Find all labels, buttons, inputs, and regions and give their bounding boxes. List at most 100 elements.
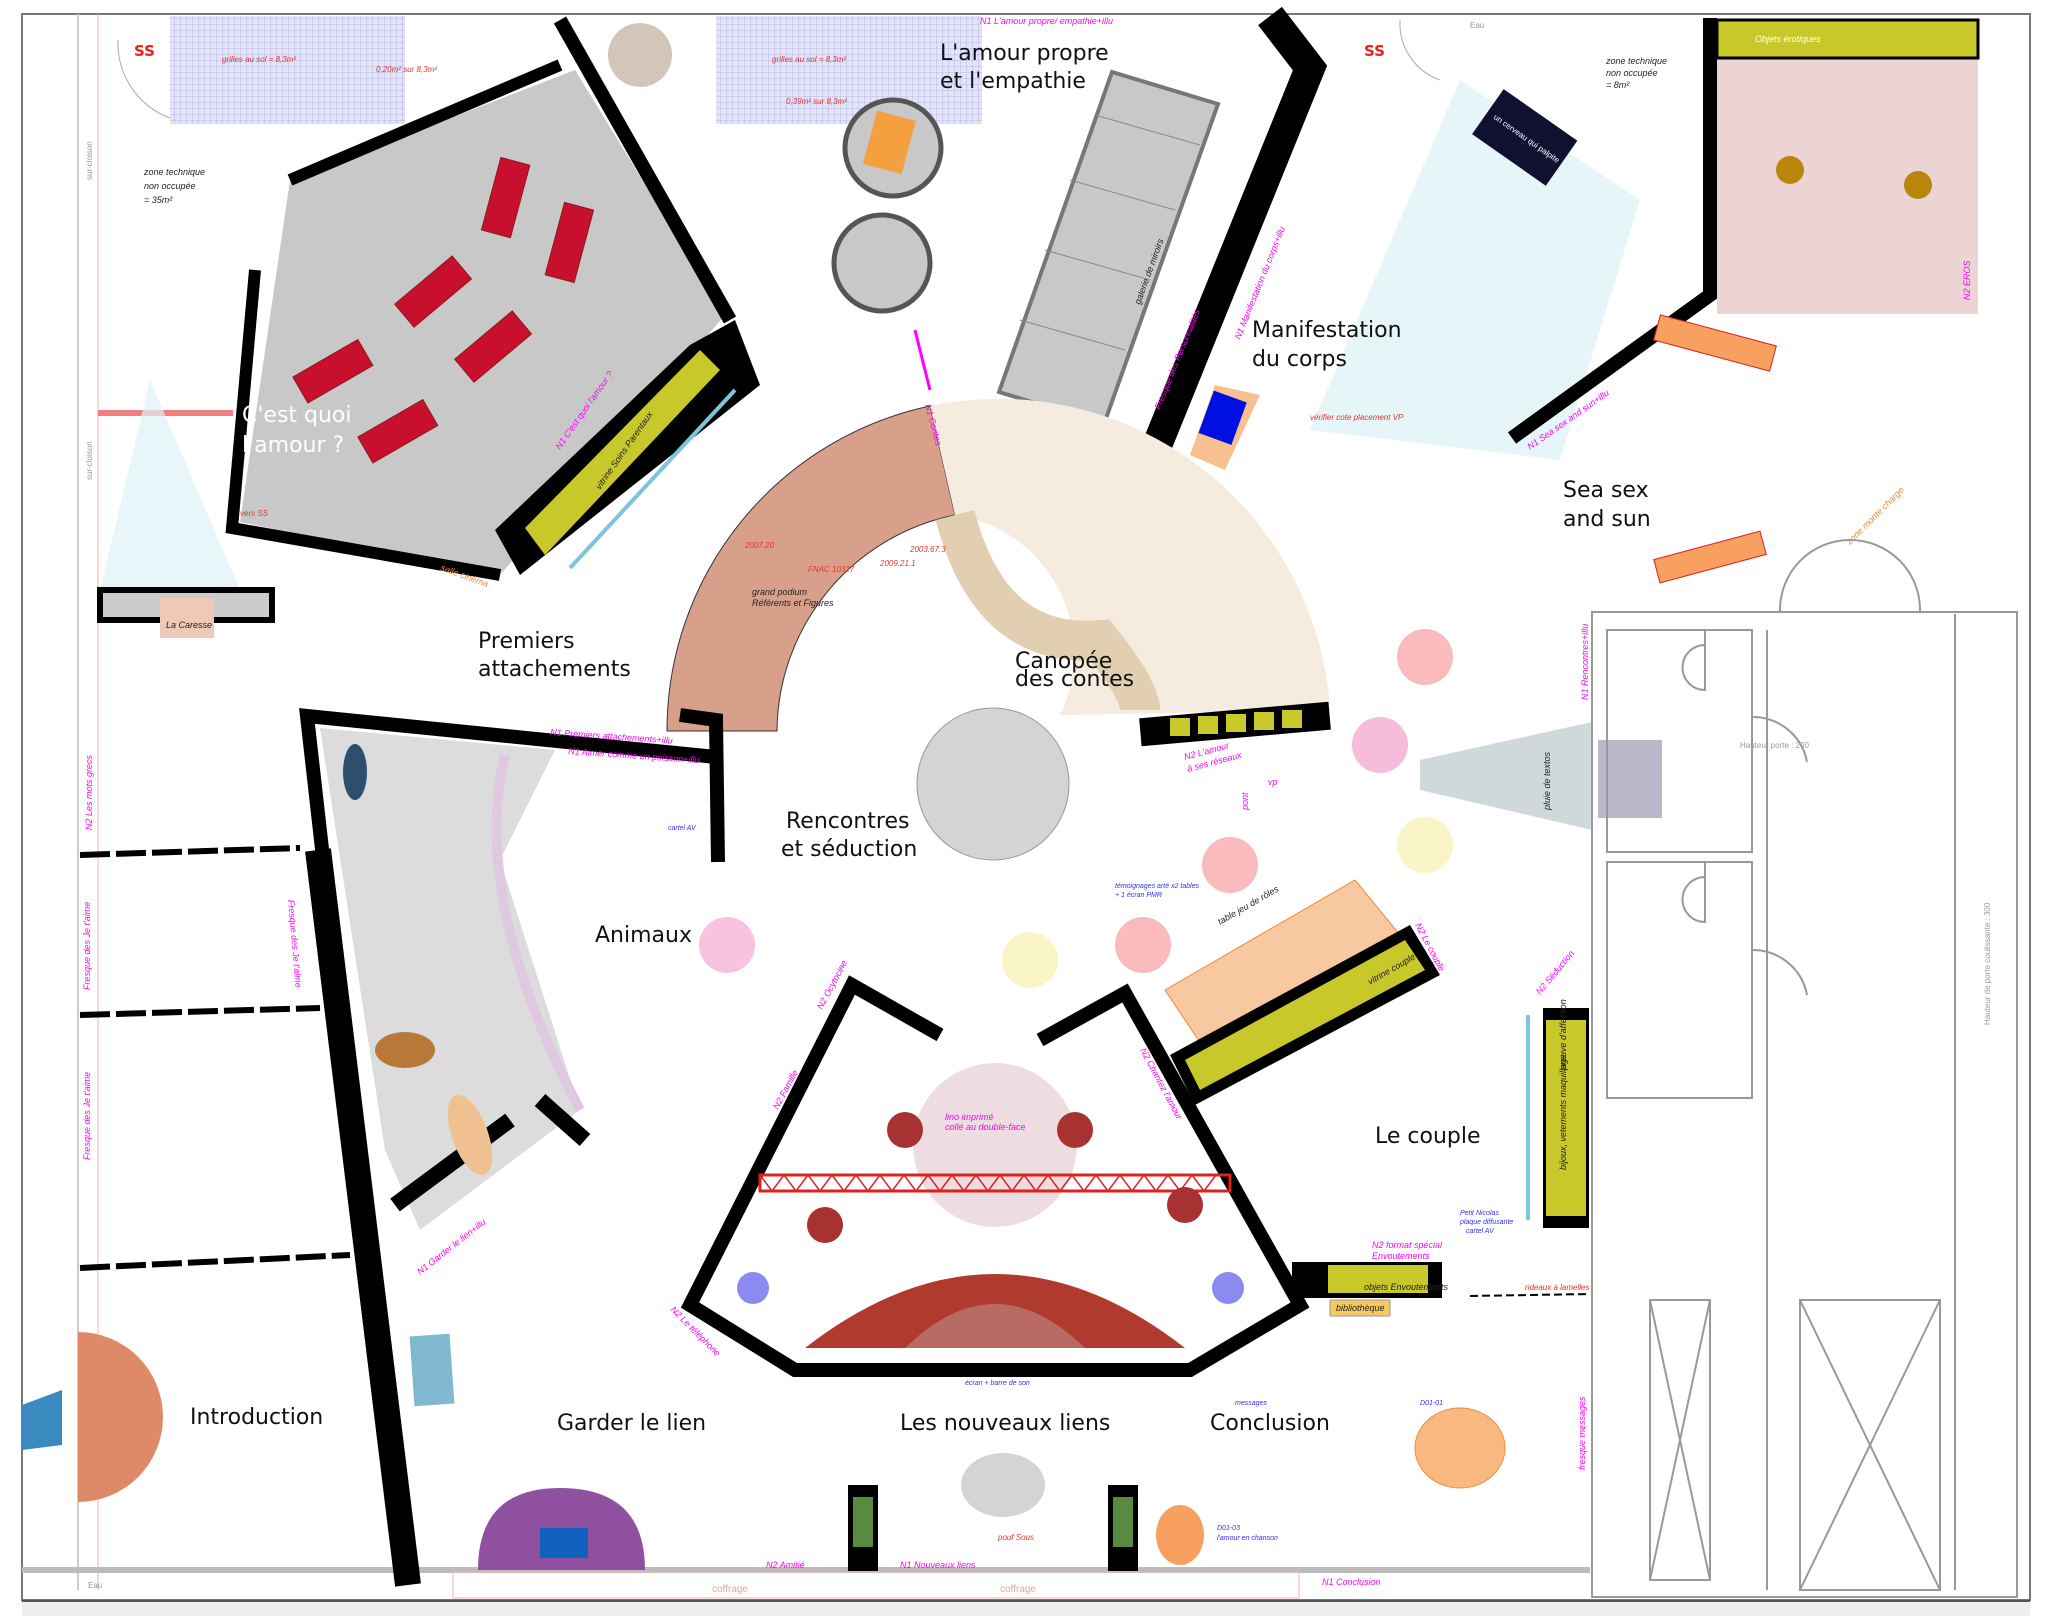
zone-title-sea-line1: and sun [1563,507,1651,532]
grid-label-2: grilles au sol = 8,3m² [772,55,846,64]
zone-tech-2-line2: non occupée [1606,68,1658,78]
label-n1-nouveaux: N1 Nouveaux liens [900,1560,976,1570]
label-n2-mots-grecs: N2 Les mots grecs [84,754,94,830]
zone-tech-2-line1: zone technique [1605,56,1667,66]
label-n1-garder: N1 Garder le lien+illu [415,1217,488,1277]
parasol-red [1115,917,1171,973]
zone-title-premiers-line2: attachements [478,657,631,682]
la-caresse-image [160,598,214,638]
floor-grid-1 [170,16,405,124]
ss-marker-1: SS [134,42,155,60]
zone-title-rencontres-line1: Rencontres [786,809,909,834]
zone-title-manifestation-line1: Manifestation [1252,318,1402,343]
label-lino-1: lino imprimé [945,1112,994,1122]
label-d01-03-sub: l'amour en chanson [1217,1535,1278,1542]
table-sea [1653,530,1767,584]
eau-label: Eau [1470,21,1484,30]
av-table [1904,171,1932,199]
zone-title-animaux: Animaux [595,923,692,948]
zone-title-cest-quoi-line1: C'est quoi [242,403,352,428]
wall-sea-sex [1507,18,1717,444]
label-pouf: pouf Sous [997,1533,1034,1542]
grid-label-1: grilles au sol = 8,3m² [222,55,296,64]
chair-orange [1156,1505,1204,1565]
parasol-pink [699,917,755,973]
red-bench [480,156,531,239]
door-swing [1399,19,1441,81]
zone-title-canopee-line1: Canopée [1015,649,1112,674]
projection-cone [100,380,240,590]
conclusion-table [1414,1407,1506,1489]
red-bench [544,201,595,284]
parasol-pink [1352,717,1408,773]
zone-title-garder: Garder le lien [557,1411,706,1436]
red-bench [454,310,533,383]
zone-title-couple: Le couple [1375,1124,1481,1149]
label-n2-envoutements-1: N2 format spécial [1372,1240,1443,1250]
label-verifier-vp: vérifier cote placement VP [1310,413,1404,422]
label-vp: vp [1268,777,1278,787]
label-hauteur-coulissante: Hauteur de porte coulissante : 300 [1983,902,1992,1025]
label-preuve-affection: preuve d'affection [1558,999,1568,1071]
parasol-yellow [1397,817,1453,873]
curtain-line [1469,1293,1591,1297]
zone-title-manifestation-line2: du corps [1252,347,1347,372]
zone-title-introduction: Introduction [190,1405,323,1430]
vitrine-amitie-inner [853,1497,873,1547]
label-d01-01: D01-01 [1420,1400,1443,1407]
vitrine-nouveaux-inner [1113,1497,1133,1547]
blue-panel [409,1333,455,1407]
label-petit-nicolas-3: cartel AV [1466,1228,1495,1235]
room-nouveaux-liens [680,975,1310,1377]
partition [79,1252,351,1271]
label-temoignages-2: + 1 écran PMR [1115,892,1162,899]
projection-textos [1420,722,1592,830]
wall-manifestation [1131,6,1328,481]
label-fresque-jetaime-1: Fresque des Je t'aime [286,899,304,988]
label-messages: messages [1235,1400,1267,1407]
room-animaux [299,708,717,1587]
sur-cloison-label: sur-cloison [85,441,94,480]
room-eros [1717,59,1978,314]
label-petit-nicolas-2: plaque diffusante [1459,1219,1513,1226]
label-n2-amitie: N2 Amitié [766,1560,805,1570]
parasol-red [1202,837,1258,893]
label-n1-amour-propre: N1 L'amour propre/ empathie+illu [980,16,1113,26]
label-grand-podium-2: Référents et Figures [752,598,834,608]
label-fresque-messages: fresque messages [1577,1396,1587,1470]
label-pluie-textos: pluie de textos [1542,751,1552,811]
label-objets-envoutements: objets Envoutements [1364,1282,1449,1292]
label-fresque-jetaime-2: Fresque des Je t'aime [82,902,92,990]
textos-photo [1598,740,1662,818]
label-fnac: FNAC 10327 [808,565,855,574]
vitrine-seduction [1546,1020,1586,1216]
label-petit-nicolas-1: Petit Nicolas [1460,1210,1499,1217]
label-ecran-barre: écran + barre de son [965,1380,1030,1387]
label-bijoux: bijoux, vetements maquillage [1558,1054,1568,1170]
parasol-yellow [1002,932,1058,988]
zone-title-cest-quoi-line2: l'amour ? [242,433,344,458]
label-grand-podium-1: grand podium [752,587,808,597]
surface-label-1: 0,20m² sur 8,3m² [376,65,437,74]
vitrine-envoutements [1328,1265,1428,1293]
zone-title-nouveaux-liens: Les nouveaux liens [900,1411,1110,1436]
teddy-bears-image [608,23,672,87]
red-bench [357,398,439,464]
label-cartel-av: cartel AV [668,825,697,832]
label-2003: 2003.67.3 [909,545,946,554]
introduction-disc [78,1332,163,1502]
zone-tech-2-line3: = 8m² [1606,80,1630,90]
label-hauteur-porte: Hauteur porte : 200 [1740,741,1809,750]
av-table [1776,156,1804,184]
red-barrier [98,410,233,416]
parasol-red [1397,629,1453,685]
label-n1-rencontres: N1 Rencontres+illu [1580,624,1590,700]
zone-title-premiers-line1: Premiers [478,629,575,654]
projection-area [1310,80,1640,460]
vitrine-objets-erotiques [1715,18,1980,60]
orange-desk [862,110,916,175]
label-bibliotheque: bibliothèque [1336,1303,1385,1313]
zone-title-rencontres-line2: et séduction [781,837,917,862]
bibliotheque-shelf [1329,1299,1391,1317]
